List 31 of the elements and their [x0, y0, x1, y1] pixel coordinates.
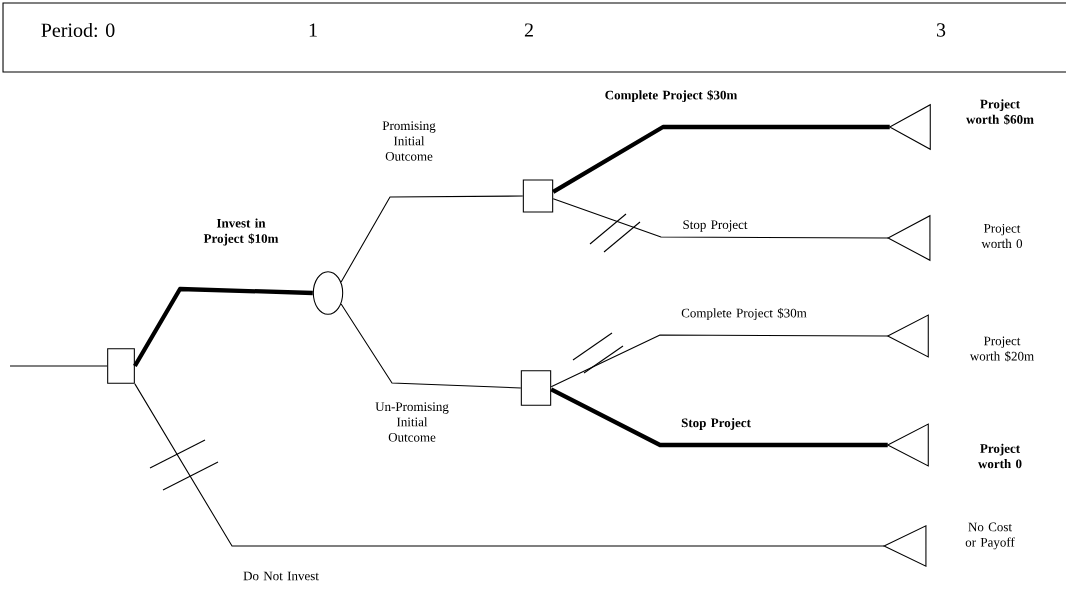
branch-line — [134, 383, 885, 547]
branch-line — [133, 286, 313, 368]
branch-label: Complete Project $30m — [605, 89, 738, 103]
branch-line — [552, 124, 890, 194]
branch-line — [9, 365, 108, 367]
chance-circle — [312, 271, 344, 315]
period-header — [2, 2, 1067, 73]
branch-label: Promising Initial Outcome — [382, 121, 436, 161]
branch-label: Stop Project — [683, 220, 748, 232]
outcome-label: Project worth 0 — [978, 443, 1022, 469]
branch-line — [550, 334, 889, 388]
outcome-label: Project worth 0 — [981, 223, 1023, 249]
period-label: 3 — [936, 23, 946, 37]
outcome-label: Project worth $60m — [966, 99, 1034, 125]
branch-label: Stop Project — [681, 418, 751, 430]
branch-line — [340, 195, 524, 283]
decision-square — [107, 348, 135, 384]
branch-label: Complete Project $30m — [681, 307, 807, 321]
decision-square — [522, 179, 554, 213]
period-label: Period: 0 — [41, 22, 115, 38]
branch-label: Do Not Invest — [243, 571, 319, 581]
branch-line — [552, 198, 889, 239]
period-label: 2 — [524, 23, 533, 37]
period-label: 1 — [309, 23, 317, 37]
branch-line — [340, 303, 522, 389]
branch-line — [550, 387, 888, 448]
branch-label: Invest in Project $10m — [203, 218, 279, 246]
outcome-label: No Cost or Payoff — [965, 522, 1015, 550]
outcome-label: Project worth $20m — [969, 336, 1034, 362]
decision-square — [520, 370, 552, 406]
branch-label: Un-Promising Initial Outcome — [375, 402, 449, 442]
